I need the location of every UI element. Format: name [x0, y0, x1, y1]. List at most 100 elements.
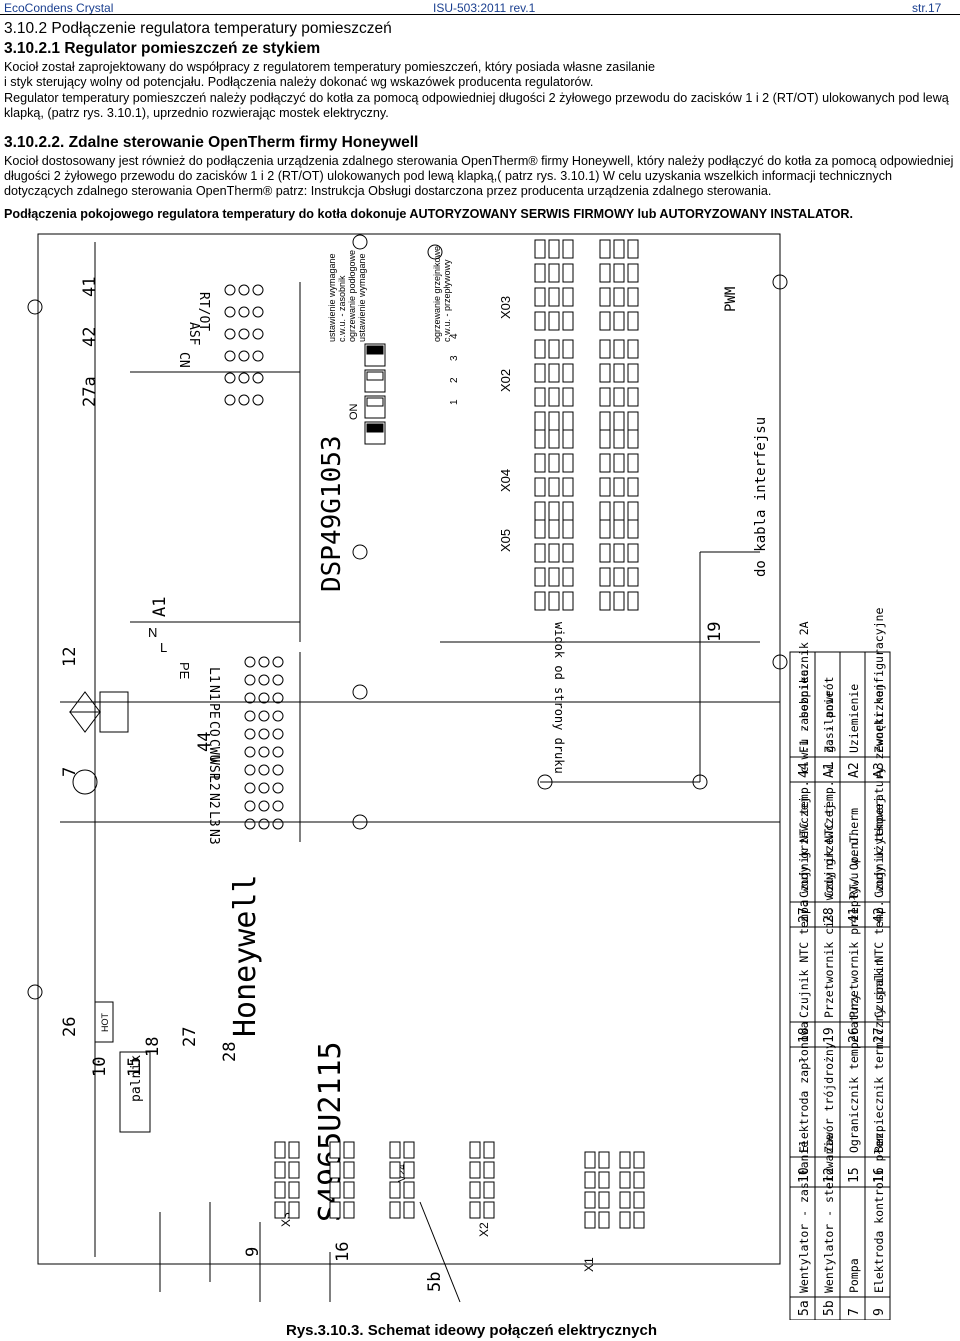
pin [534, 567, 546, 587]
board-name: DSP49G1053 [317, 435, 347, 592]
pin [469, 1161, 481, 1179]
pin [343, 1201, 355, 1219]
terminal-label: CO [206, 721, 221, 737]
wire [419, 1201, 461, 1303]
terminal [252, 394, 264, 406]
legend-number: 5a [797, 1300, 812, 1316]
pin [633, 1191, 645, 1209]
legend-label: RT/ OpenTherm [847, 808, 861, 898]
pin [599, 287, 611, 307]
brand-name: Honeywell [228, 874, 263, 1037]
pin [548, 453, 560, 473]
legend-label: Pompa [847, 1258, 861, 1293]
legend-label: Ogranicznik temperatury [847, 994, 861, 1153]
pin [627, 287, 639, 307]
mounting-hole [352, 684, 368, 700]
pin [343, 1141, 355, 1159]
pin [329, 1161, 341, 1179]
pin [584, 1171, 596, 1189]
pin [613, 239, 625, 259]
pin [288, 1161, 300, 1179]
terminal-label: N3 [206, 829, 221, 845]
pin [469, 1181, 481, 1199]
notice: Podłączenia pokojowego regulatora temper… [4, 207, 853, 221]
burner-label: palnik [129, 1055, 144, 1102]
pin [548, 501, 560, 521]
legend-number: A2 [847, 762, 862, 778]
pin [389, 1201, 401, 1219]
pin [548, 591, 560, 611]
component-number: 16 [333, 1242, 353, 1262]
pin [613, 453, 625, 473]
pin [562, 363, 574, 383]
terminal [238, 350, 250, 362]
mounting-hole [692, 774, 708, 790]
legend-label: Zasilanie [822, 691, 836, 753]
terminal-label: CN [176, 352, 191, 368]
component-number: 18 [143, 1037, 163, 1057]
figure-caption: Rys.3.10.3. Schemat ideowy połączeń elek… [286, 1322, 658, 1339]
terminal [272, 782, 284, 794]
dip-label: c.w.u. - przepływowy [442, 259, 452, 342]
terminal-label: L2 [206, 775, 221, 791]
pin [534, 411, 546, 431]
pin [343, 1161, 355, 1179]
connector-label: X03 [498, 296, 513, 319]
terminal-label: N2 [206, 793, 221, 809]
pin [389, 1181, 401, 1199]
pin [562, 429, 574, 449]
terminal-label: CWU [206, 739, 221, 762]
terminal [244, 782, 256, 794]
terminal [252, 350, 264, 362]
section-title: 3.10.2 Podłączenie regulatora temperatur… [4, 20, 392, 37]
pin [599, 311, 611, 331]
connector-label: X02 [498, 369, 513, 392]
legend-number: 5b [822, 1300, 837, 1316]
terminal [238, 328, 250, 340]
component-number: 9 [243, 1247, 263, 1257]
component-number: 27a [80, 376, 100, 407]
pin [562, 411, 574, 431]
pin [619, 1171, 631, 1189]
pin [548, 387, 560, 407]
legend-number: 18 [797, 1027, 812, 1043]
terminal [272, 746, 284, 758]
pin [599, 411, 611, 431]
terminal-label: PE [177, 662, 192, 680]
pin [329, 1141, 341, 1159]
legend-label: F1 - bezpiecznik 2A [797, 621, 811, 753]
pin [548, 519, 560, 539]
pin [599, 567, 611, 587]
terminal [272, 818, 284, 830]
pin [599, 339, 611, 359]
pin [599, 477, 611, 497]
pin [343, 1181, 355, 1199]
pin [483, 1201, 495, 1219]
pin [534, 591, 546, 611]
pin [599, 429, 611, 449]
terminal [272, 692, 284, 704]
pin [598, 1211, 610, 1229]
pin [599, 591, 611, 611]
pin [534, 363, 546, 383]
pin [599, 363, 611, 383]
legend-label: Zawór trójdrożny [822, 1042, 836, 1153]
pin [534, 263, 546, 283]
paragraph-1-line-1: Kocioł został zaprojektowany do współpra… [4, 60, 655, 74]
terminal [224, 350, 236, 362]
pin [562, 263, 574, 283]
terminal [258, 674, 270, 686]
legend-label: Czujnik NTC temp. wody użytkowej [872, 796, 886, 1018]
legend-number: 9 [872, 1308, 887, 1316]
terminal [258, 800, 270, 812]
dip-label: ogrzewanie grzejnikowe [432, 246, 442, 342]
legend-number: 41 [847, 907, 862, 923]
pin [627, 477, 639, 497]
connector-label: V24 [397, 1164, 408, 1182]
pin [534, 453, 546, 473]
pin [562, 339, 574, 359]
pin [534, 543, 546, 563]
pin [548, 339, 560, 359]
terminal [224, 284, 236, 296]
legend-number: 10 [797, 1167, 812, 1183]
